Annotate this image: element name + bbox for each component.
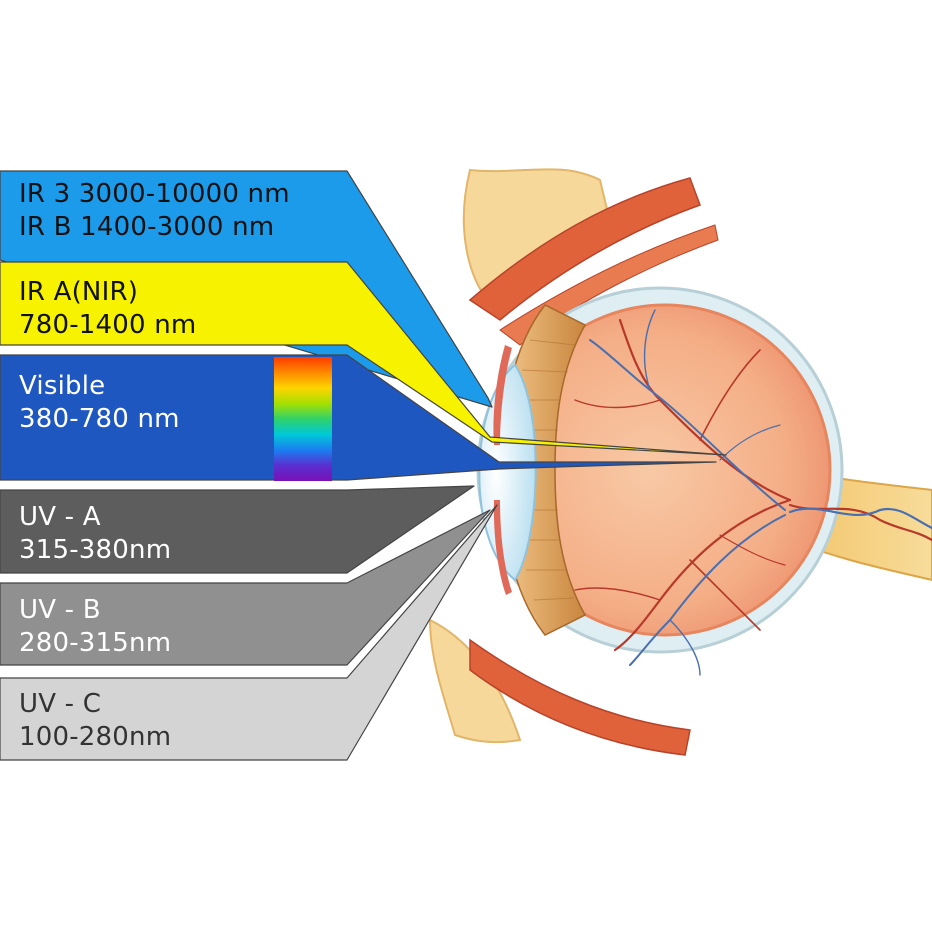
band-label-ir-a: IR A(NIR) 780-1400 nm [19,276,196,342]
band-visible-line1: Visible [19,371,106,401]
band-shape-visible [0,354,717,481]
iris-lower [493,500,512,595]
spectrum-gradient-bar [274,357,332,481]
visible-spectrum-swatch [274,357,332,481]
cornea [478,363,537,582]
band-uv-a-line2: 315-380nm [19,535,172,565]
lower-eye-muscle [469,638,691,756]
band-uv-a-line1: UV - A [19,502,101,532]
band-ir-bc-line1: IR 3 3000-10000 nm [19,179,290,209]
band-uv-c-line1: UV - C [19,689,102,719]
wavelength-bands [0,170,727,761]
band-shape-ir-a [0,261,727,456]
band-uv-b-line1: UV - B [19,595,101,625]
band-visible-line2: 380-780 nm [19,404,180,434]
band-uv-c-line2: 100-280nm [19,722,172,752]
retinal-vessels [574,309,932,676]
band-shape-uv-c [0,504,498,761]
band-ir-bc-line2: IR B 1400-3000 nm [19,212,275,242]
iris [493,345,512,445]
band-label-uv-c: UV - C 100-280nm [19,688,171,754]
band-uv-b-line2: 280-315nm [19,628,172,658]
band-label-ir-bc: IR 3 3000-10000 nm IR B 1400-3000 nm [19,178,290,244]
band-label-visible: Visible 380-780 nm [19,370,180,436]
upper-eye-muscle [468,177,701,321]
band-shape-uv-b [0,509,491,666]
band-label-uv-b: UV - B 280-315nm [19,594,171,660]
band-ir-a-line1: IR A(NIR) [19,277,139,307]
eye-anatomy-illustration [428,168,932,756]
band-shape-uv-a [0,485,475,574]
band-label-uv-a: UV - A 315-380nm [19,501,171,567]
band-ir-a-line2: 780-1400 nm [19,310,197,340]
